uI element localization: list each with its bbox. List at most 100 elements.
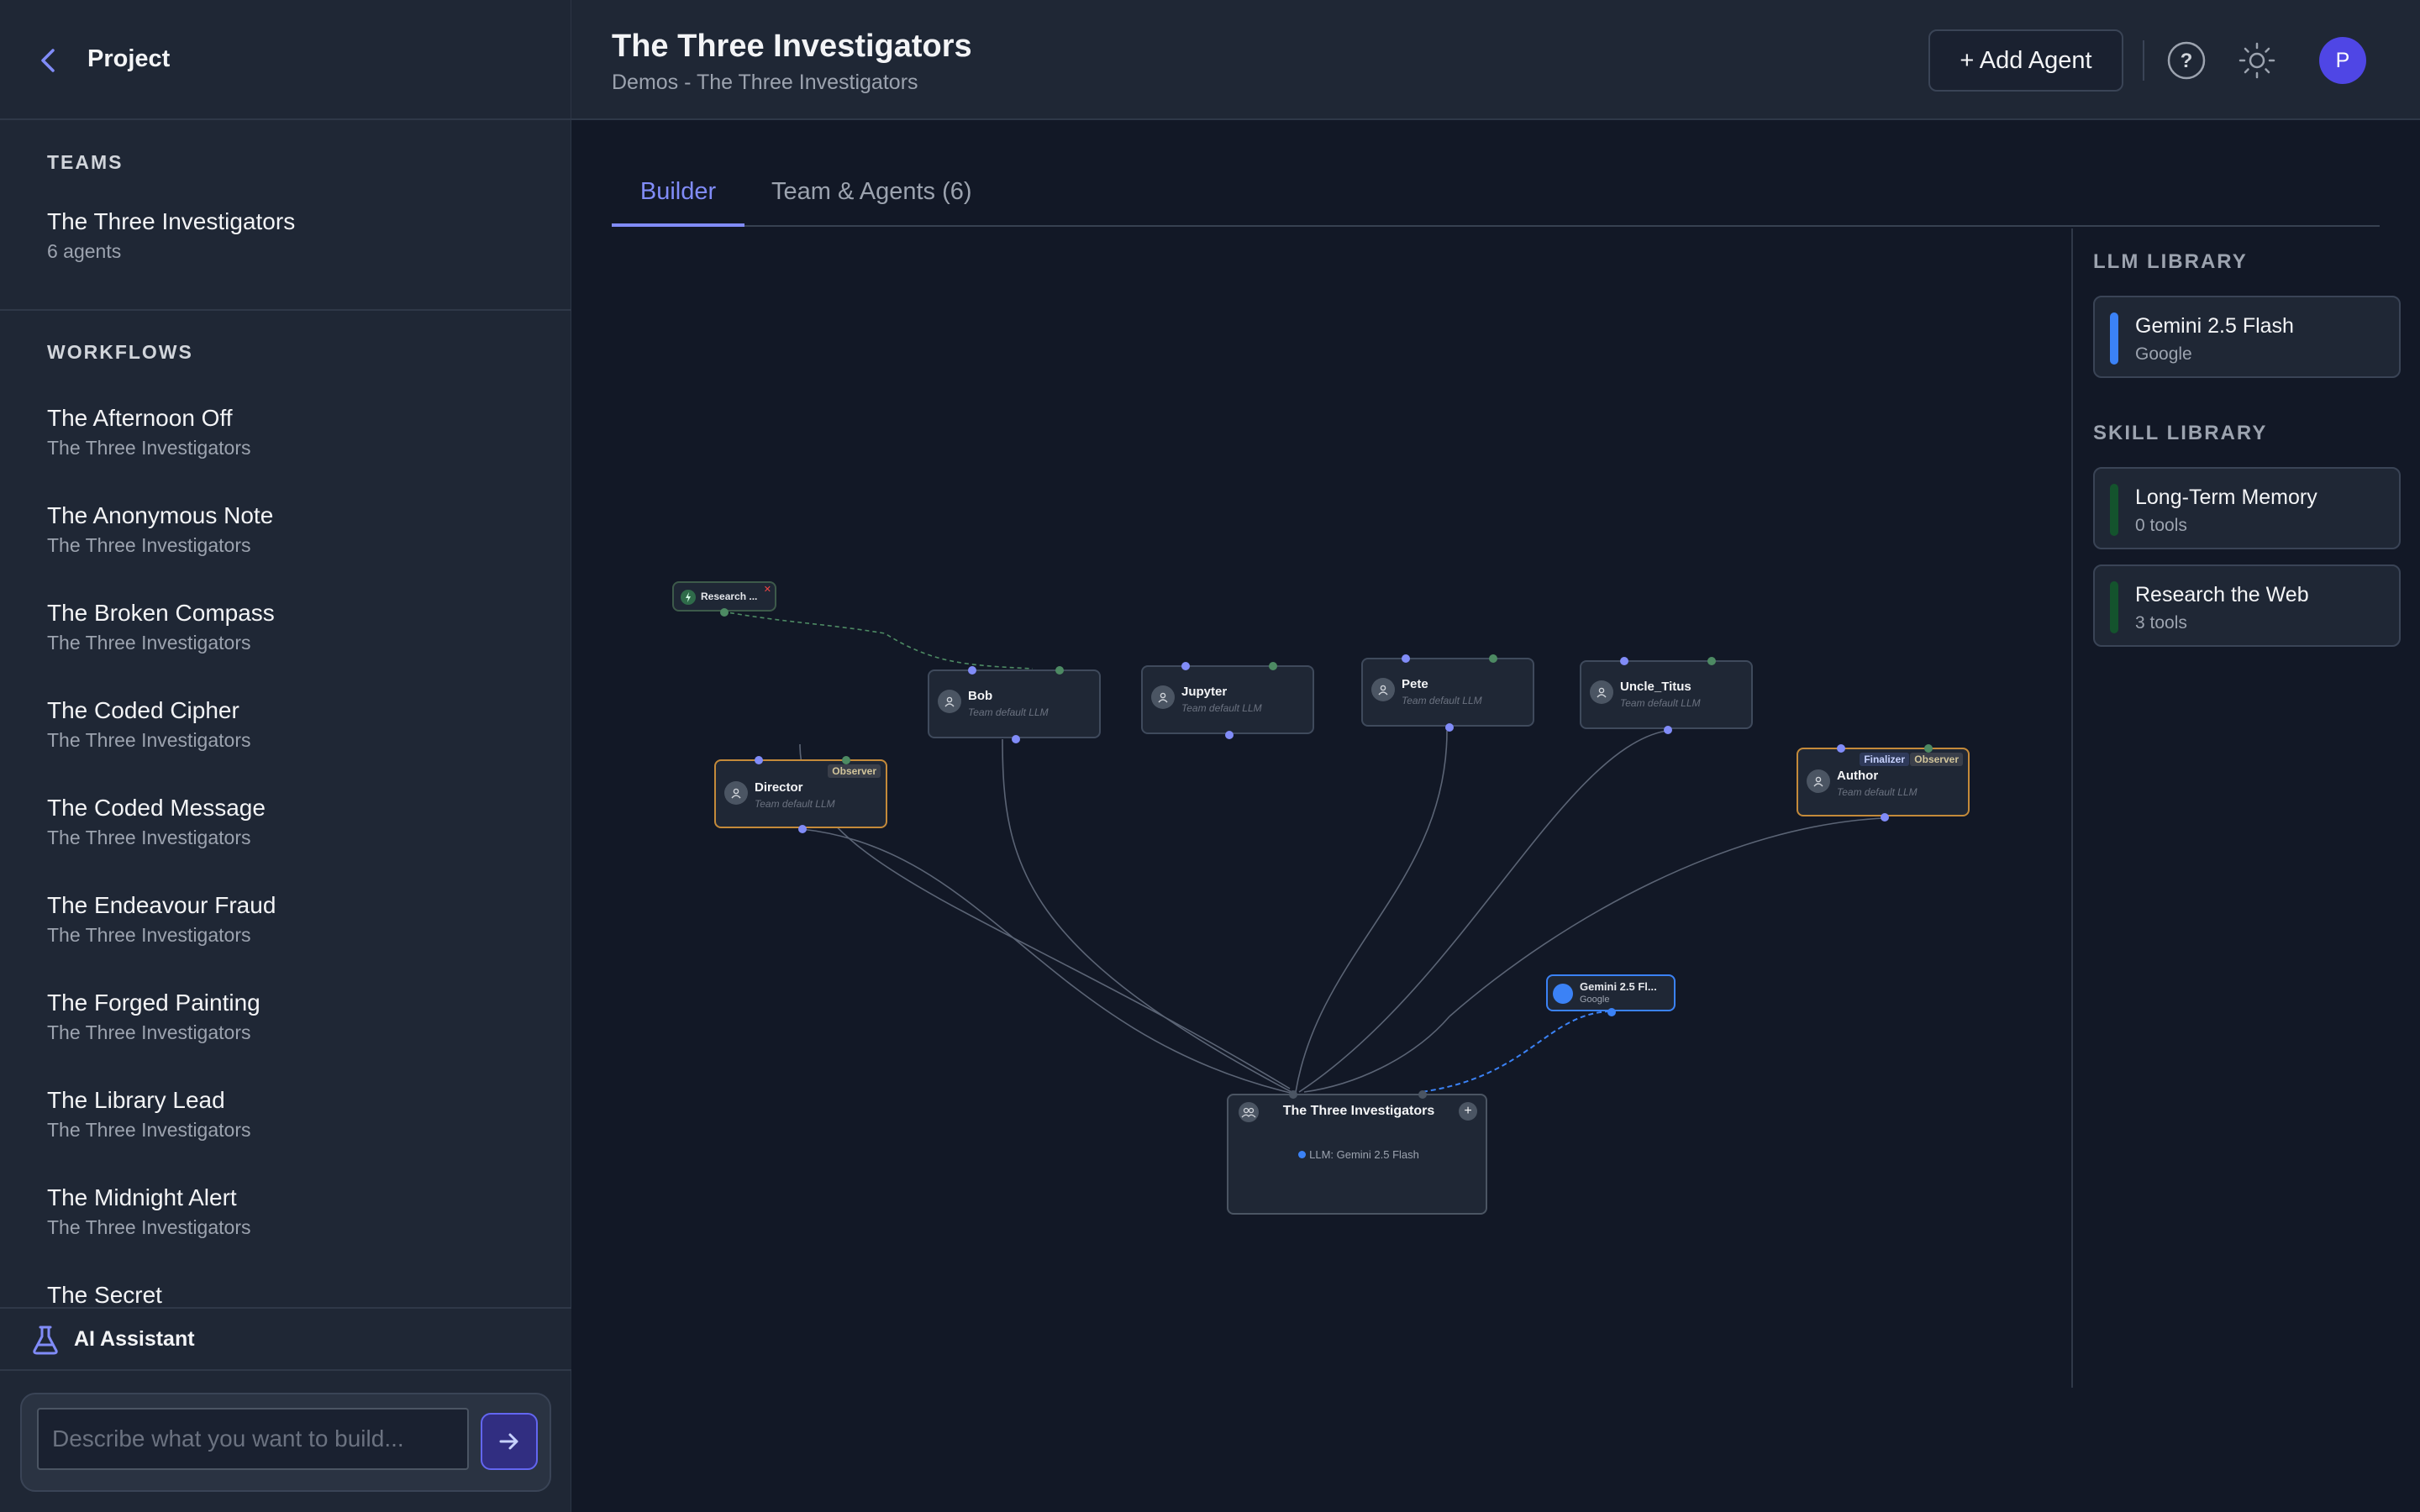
tab-team-agents[interactable]: Team & Agents (6) — [771, 178, 972, 205]
workflow-title: The Forged Painting — [47, 990, 260, 1016]
sidebar: Project TEAMS The Three Investigators 6 … — [0, 0, 571, 1512]
workflow-title: The Midnight Alert — [47, 1184, 237, 1210]
workflow-item[interactable]: The Afternoon Off The Three Investigator… — [0, 393, 571, 491]
llm-card-name: Gemini 2.5 Flash — [2135, 314, 2294, 338]
user-avatar[interactable]: P — [2319, 37, 2366, 84]
agent-llm: Team default LLM — [1620, 697, 1701, 709]
workflow-item[interactable]: The Coded Message The Three Investigator… — [0, 783, 571, 880]
output-port[interactable] — [798, 825, 807, 833]
back-icon[interactable] — [32, 44, 66, 77]
skill-port[interactable] — [1707, 657, 1716, 665]
skill-port[interactable] — [1489, 654, 1497, 663]
workflow-item[interactable]: The Coded Cipher The Three Investigators — [0, 685, 571, 783]
workflow-item[interactable]: The Broken Compass The Three Investigato… — [0, 588, 571, 685]
input-port[interactable] — [1402, 654, 1410, 663]
workflow-team: The Three Investigators — [47, 1216, 251, 1238]
skill-port[interactable] — [842, 756, 850, 764]
workflow-title: The Library Lead — [47, 1087, 225, 1113]
flask-icon — [30, 1324, 60, 1356]
agent-node-bob[interactable]: Bob Team default LLM — [928, 666, 1101, 743]
skill-port[interactable] — [1055, 666, 1064, 675]
tab-builder[interactable]: Builder — [612, 158, 744, 227]
send-button[interactable] — [481, 1413, 538, 1470]
team-node-llm: LLM: Gemini 2.5 Flash — [1228, 1147, 1489, 1163]
project-title: Project — [87, 45, 171, 72]
agent-name: Jupyter — [1181, 685, 1228, 699]
edge-skill-bob — [722, 611, 1034, 669]
teams-section-label: TEAMS — [47, 151, 124, 173]
add-icon[interactable]: + — [1459, 1102, 1477, 1121]
agent-name: Director — [755, 780, 803, 795]
workflow-team: The Three Investigators — [47, 827, 251, 848]
input-port[interactable] — [968, 666, 976, 675]
input-port[interactable] — [1837, 744, 1845, 753]
skill-library-label: SKILL LIBRARY — [2093, 422, 2268, 444]
output-port[interactable] — [1225, 731, 1234, 739]
workflow-item[interactable]: The Endeavour Fraud The Three Investigat… — [0, 880, 571, 978]
skill-card-research-web[interactable]: Research the Web 3 tools — [2093, 564, 2401, 647]
help-icon[interactable]: ? — [2166, 40, 2207, 81]
skill-card-long-term-memory[interactable]: Long-Term Memory 0 tools — [2093, 467, 2401, 549]
input-port[interactable] — [1620, 657, 1628, 665]
arrow-right-icon — [499, 1433, 518, 1450]
output-port[interactable] — [1664, 726, 1672, 734]
skill-node-research[interactable]: Research ... ✕ — [672, 581, 776, 617]
agent-node-pete[interactable]: Pete Team default LLM — [1361, 654, 1534, 732]
output-port[interactable] — [1881, 813, 1889, 822]
divider — [2143, 40, 2144, 81]
agent-node-uncle-titus[interactable]: Uncle_Titus Team default LLM — [1580, 657, 1753, 734]
workflow-title: The Broken Compass — [47, 600, 275, 626]
agent-name: Author — [1837, 769, 1879, 783]
workflow-title: The Anonymous Note — [47, 502, 274, 528]
connection-layer — [722, 611, 1886, 1095]
person-icon — [1151, 685, 1175, 709]
observer-badge: Observer — [1910, 753, 1963, 766]
llm-port[interactable] — [1418, 1090, 1427, 1099]
llm-card-gemini[interactable]: Gemini 2.5 Flash Google — [2093, 296, 2401, 378]
ai-assistant-bar[interactable]: AI Assistant — [0, 1307, 571, 1371]
agent-node-author[interactable]: Finalizer Observer Author Team default L… — [1797, 744, 1970, 822]
llm-color-bar — [2110, 312, 2118, 365]
team-node[interactable]: The Three Investigators + LLM: Gemini 2.… — [1227, 1090, 1489, 1215]
skill-color-bar — [2110, 484, 2118, 536]
ai-prompt-input[interactable] — [37, 1408, 469, 1470]
llm-node-gemini[interactable]: Gemini 2.5 Fl... Google — [1546, 974, 1676, 1016]
ai-prompt-box — [20, 1393, 551, 1492]
team-name: The Three Investigators — [47, 208, 296, 234]
output-port[interactable] — [1445, 723, 1454, 732]
skill-port[interactable] — [1924, 744, 1933, 753]
workflow-item[interactable]: The Anonymous Note The Three Investigato… — [0, 491, 571, 588]
sun-icon[interactable] — [2235, 39, 2279, 82]
person-icon — [1807, 769, 1830, 793]
agent-node-director[interactable]: Observer Director Team default LLM — [714, 756, 887, 833]
edge-director-team — [801, 828, 1295, 1095]
add-agent-button[interactable]: + Add Agent — [1928, 29, 2123, 92]
person-icon — [1590, 680, 1613, 704]
input-port[interactable] — [755, 756, 763, 764]
skill-card-tools: 0 tools — [2135, 516, 2187, 535]
agent-node-jupyter[interactable]: Jupyter Team default LLM — [1141, 662, 1314, 739]
input-port[interactable] — [1289, 1090, 1297, 1099]
workflow-item[interactable]: The Midnight Alert The Three Investigato… — [0, 1173, 571, 1270]
skill-node-label: Research ... — [701, 591, 758, 602]
workflow-team: The Three Investigators — [47, 924, 251, 946]
workflow-item[interactable]: The Forged Painting The Three Investigat… — [0, 978, 571, 1075]
skill-card-name: Research the Web — [2135, 583, 2309, 606]
close-icon[interactable]: ✕ — [763, 585, 771, 595]
builder-canvas[interactable]: Research ... ✕ Bob Team default LLM Jupy… — [571, 228, 2071, 1512]
output-port[interactable] — [1607, 1008, 1616, 1016]
workflow-team: The Three Investigators — [47, 729, 251, 751]
workflow-item[interactable]: The Secret — [0, 1270, 571, 1307]
llm-icon — [1553, 984, 1573, 1004]
team-icon — [1239, 1102, 1259, 1122]
edge-uncletitus-team — [1298, 730, 1667, 1093]
output-port[interactable] — [1012, 735, 1020, 743]
edge-author-team — [1449, 817, 1886, 1017]
input-port[interactable] — [1181, 662, 1190, 670]
edge-pete-team — [1295, 730, 1448, 1093]
edge-author-team-tail — [1303, 1016, 1450, 1093]
skill-port[interactable] — [1269, 662, 1277, 670]
llm-dot — [1298, 1151, 1307, 1158]
output-port[interactable] — [720, 608, 729, 617]
workflow-item[interactable]: The Library Lead The Three Investigators — [0, 1075, 571, 1173]
